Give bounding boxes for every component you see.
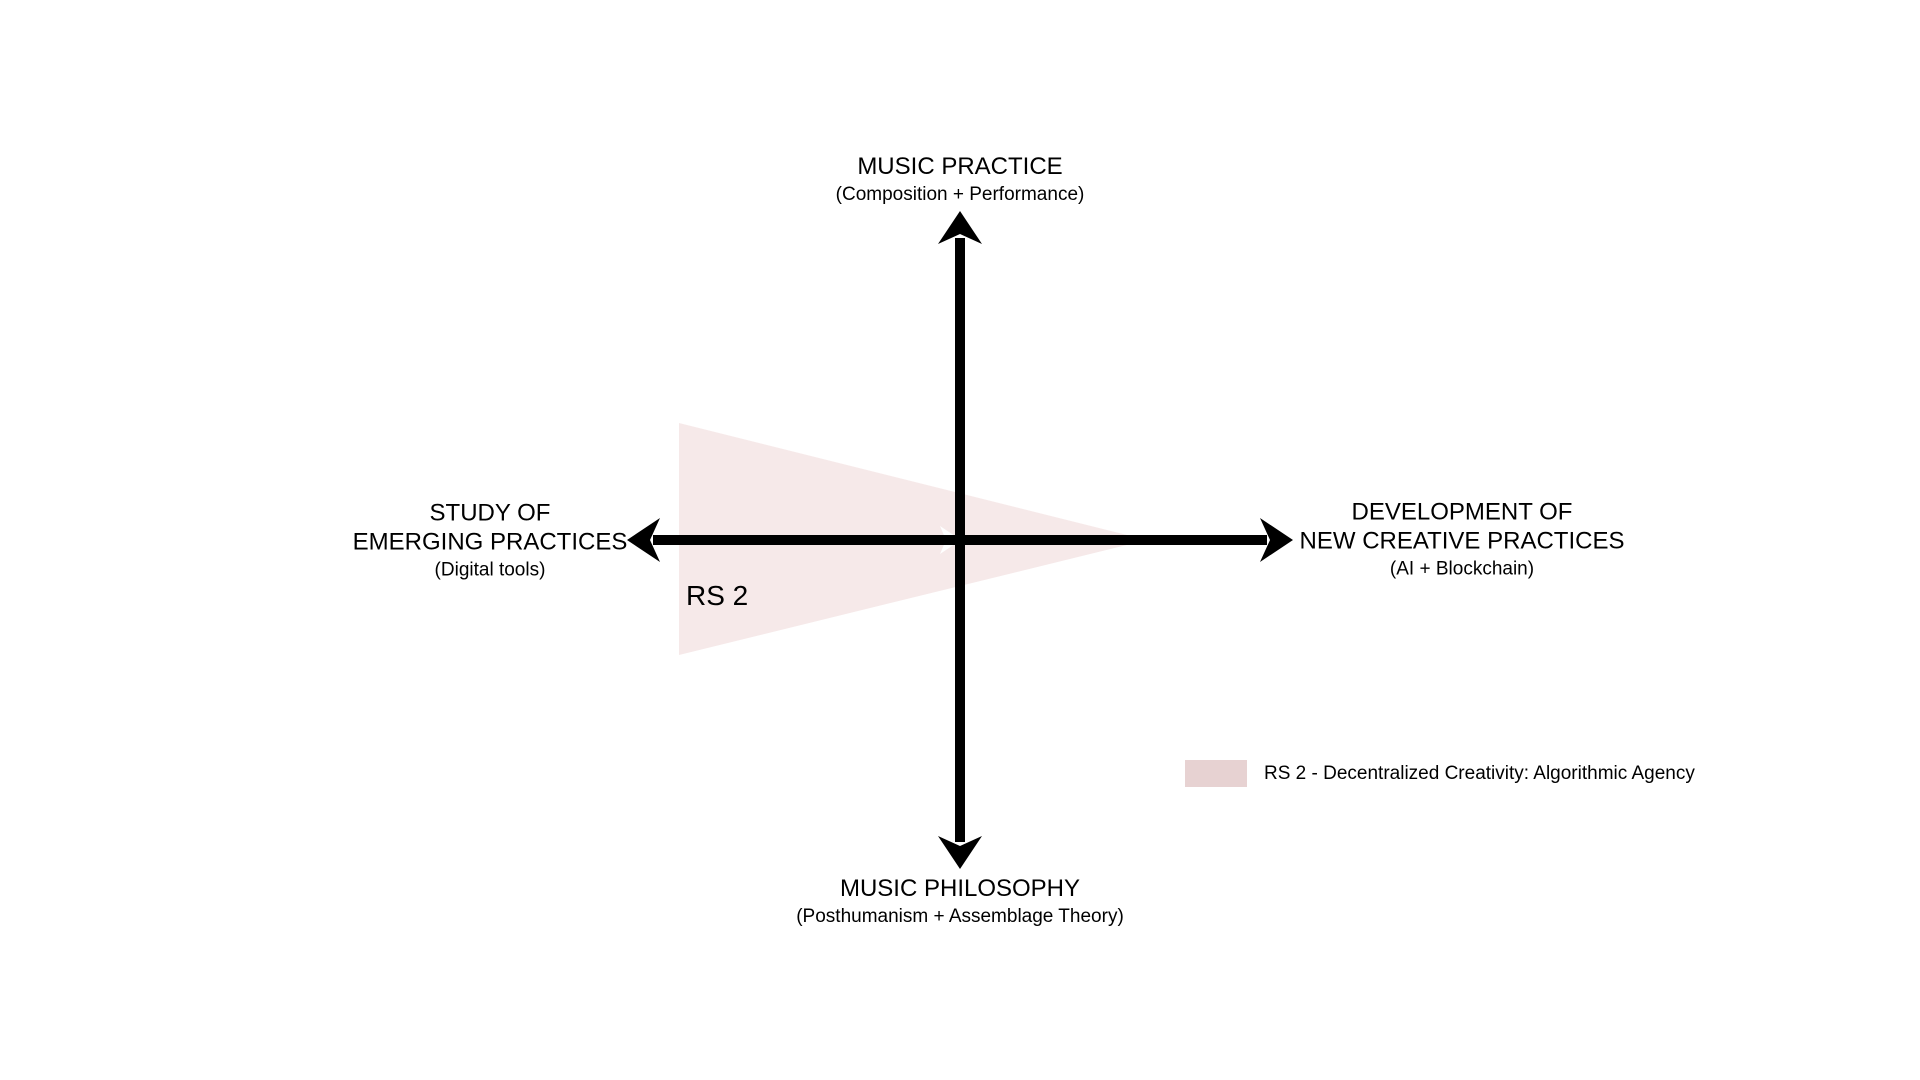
- legend-swatch-rect: [1185, 760, 1247, 787]
- arrowhead-left-icon: [627, 518, 660, 562]
- axis-top-subtitle: (Composition + Performance): [835, 184, 1085, 205]
- legend-swatch: [1185, 760, 1247, 787]
- legend-label: RS 2 - Decentralized Creativity: Algorit…: [1264, 763, 1695, 784]
- axis-left-title-line1: STUDY OF: [429, 499, 551, 527]
- arrowhead-up-icon: [938, 211, 982, 244]
- axis-left-subtitle: (Digital tools): [434, 559, 546, 581]
- axis-label-right: DEVELOPMENT OF NEW CREATIVE PRACTICES (A…: [1300, 498, 1625, 583]
- axis-right-subtitle: (AI + Blockchain): [1389, 558, 1535, 580]
- axis-top-title: MUSIC PRACTICE: [857, 153, 1063, 180]
- axis-label-top: MUSIC PRACTICE (Composition + Performanc…: [836, 152, 1085, 208]
- legend: RS 2 - Decentralized Creativity: Algorit…: [1185, 760, 1695, 787]
- arrowhead-down-icon: [938, 836, 982, 869]
- axis-label-bottom: MUSIC PHILOSOPHY (Posthumanism + Assembl…: [796, 874, 1124, 930]
- axis-bottom-title: MUSIC PHILOSOPHY: [839, 875, 1081, 902]
- axis-left-title-line2: EMERGING PRACTICES: [352, 528, 628, 556]
- rs2-region-label: RS 2: [686, 580, 749, 611]
- axis-right-title-line2: NEW CREATIVE PRACTICES: [1299, 527, 1625, 555]
- axis-bottom-subtitle: (Posthumanism + Assemblage Theory): [796, 906, 1124, 927]
- axis-label-left: STUDY OF EMERGING PRACTICES (Digital too…: [353, 499, 628, 584]
- axis-right-title-line1: DEVELOPMENT OF: [1351, 498, 1573, 526]
- arrowhead-right-icon: [1260, 518, 1293, 562]
